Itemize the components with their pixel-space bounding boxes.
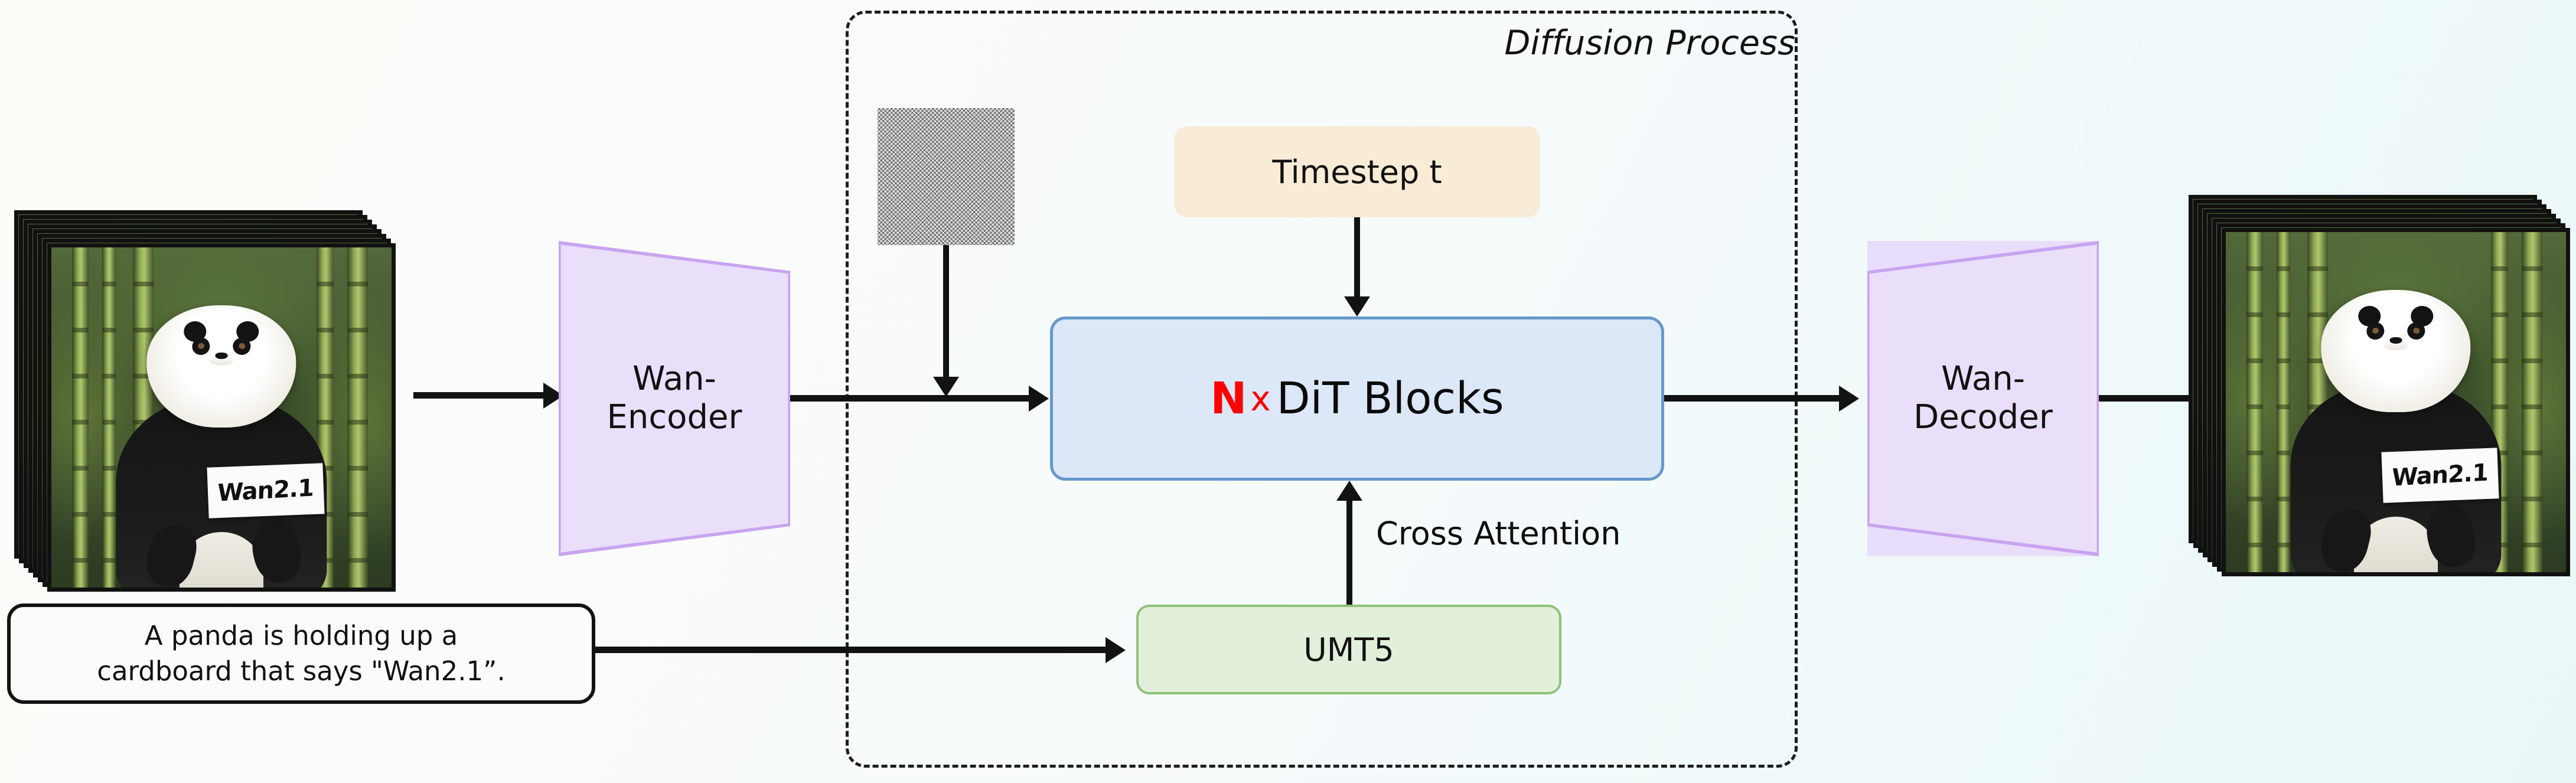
panda-sign-text: Wan2.1 xyxy=(217,474,314,507)
arrow-prompt-to-umt5-head xyxy=(1106,637,1126,663)
input-video-frames: Wan2.1 xyxy=(14,210,396,592)
arrow-umt5-to-dit-head xyxy=(1336,481,1362,501)
output-panda-sign-text: Wan2.1 xyxy=(2391,459,2489,492)
arrow-dit-to-decoder-head xyxy=(1839,386,1859,412)
output-panda-head xyxy=(2321,289,2471,413)
frame-8-front: Wan2.1 xyxy=(47,243,396,592)
wan-decoder-label: Wan- Decoder xyxy=(1913,360,2053,436)
prompt-line-2: cardboard that says "Wan2.1”. xyxy=(97,655,506,687)
arrow-timestep-to-dit-line xyxy=(1354,217,1360,300)
dit-multiply-icon: x xyxy=(1250,379,1271,419)
gaussian-noise-latent xyxy=(878,108,1015,245)
arrow-prompt-to-umt5-line xyxy=(595,647,1110,653)
wan-decoder-block[interactable]: Wan- Decoder xyxy=(1867,241,2099,556)
dit-blocks-block[interactable]: N x DiT Blocks xyxy=(1050,317,1664,481)
arrow-dit-to-decoder-line xyxy=(1664,395,1845,402)
panda-head xyxy=(146,305,296,428)
dit-repeat-count: N xyxy=(1210,373,1247,424)
arrow-input-to-encoder-line xyxy=(413,392,550,399)
out-frame-8-front: Wan2.1 xyxy=(2222,228,2570,576)
arrow-timestep-to-dit-head xyxy=(1344,296,1370,317)
wan-encoder-label: Wan- Encoder xyxy=(606,360,742,436)
arrow-encoder-to-dit-line xyxy=(790,395,1035,402)
umt5-text-encoder-block[interactable]: UMT5 xyxy=(1136,605,1561,694)
output-video-frames: Wan2.1 xyxy=(2189,195,2570,576)
wan-encoder-block[interactable]: Wan- Encoder xyxy=(559,241,790,556)
umt5-label: UMT5 xyxy=(1303,631,1394,668)
output-panda-sign: Wan2.1 xyxy=(2381,447,2499,503)
arrow-noise-to-latent-line xyxy=(943,245,949,380)
prompt-line-1: A panda is holding up a xyxy=(144,619,458,651)
timestep-block[interactable]: Timestep t xyxy=(1174,126,1540,217)
diffusion-process-label: Diffusion Process xyxy=(1504,24,1795,63)
arrow-encoder-to-dit-head xyxy=(1029,386,1049,412)
diffusion-process-region xyxy=(846,11,1798,768)
arrow-decoder-to-output-line xyxy=(2099,395,2199,402)
arrow-umt5-to-dit-line xyxy=(1346,500,1352,605)
panda-sign: Wan2.1 xyxy=(207,462,325,518)
arrow-noise-to-latent-head xyxy=(933,377,959,397)
text-prompt-box[interactable]: A panda is holding up a cardboard that s… xyxy=(7,603,595,704)
timestep-label: Timestep t xyxy=(1272,153,1442,191)
cross-attention-label: Cross Attention xyxy=(1376,515,1621,552)
dit-blocks-label: DiT Blocks xyxy=(1276,373,1504,424)
